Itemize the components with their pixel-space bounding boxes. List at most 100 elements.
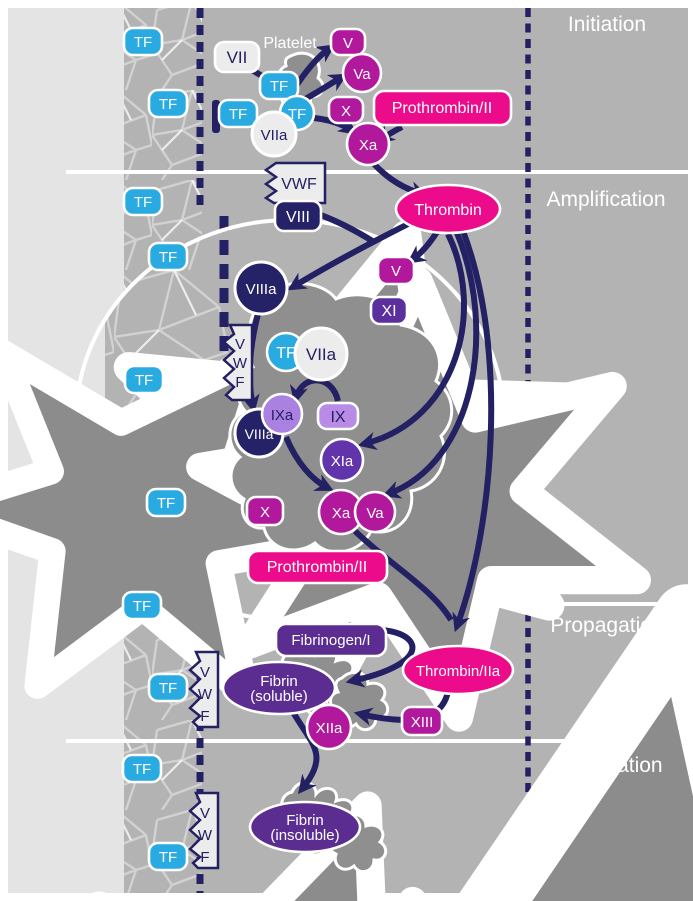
vwf-tags [188, 161, 327, 870]
tf-badge [145, 487, 187, 518]
node-thrombin [394, 183, 502, 235]
node-viia-magnified-label: VIIa [306, 345, 337, 364]
node-thrombin-iia [401, 644, 515, 696]
vwf-letter-v: V [200, 664, 210, 681]
node-fibrin-soluble-line1: Fibrin [260, 673, 298, 690]
node-ix [316, 401, 360, 431]
tf-badge [122, 26, 164, 57]
arrow-thrombin-to-xia [357, 232, 467, 451]
node-viiia-upper-label: VIIIa [246, 281, 278, 298]
node-prothrombin-top [372, 89, 513, 127]
tf-label: TF [157, 495, 175, 512]
arrow-thrombin-to-thrombin-iia [452, 229, 495, 633]
vwf-tag-labels: VWF V W F V W F V W F [198, 176, 317, 866]
node-prothrombin-top-label: Prothrombin/II [392, 100, 492, 117]
tf-label: TF [159, 249, 177, 266]
arrow-fibrinogen-to-fibrin [345, 627, 416, 688]
vwf-tag-circle [222, 323, 254, 402]
arrow-viii-join [316, 211, 376, 245]
node-xiii [400, 705, 444, 737]
node-v-mid-label: V [391, 263, 401, 280]
arrow-fibrin-to-insoluble [290, 710, 320, 795]
vwf-letter-f: F [200, 708, 209, 725]
arrow-thrombin-to-v [406, 230, 440, 264]
node-fibrin-insoluble-line2: (insoluble) [270, 827, 339, 844]
vwf-letter-f: F [235, 374, 244, 391]
node-fibrin-insoluble-line1: Fibrin [286, 812, 324, 829]
node-thrombin-iia-label: Thrombin/IIa [416, 663, 501, 680]
node-fibrinogen [274, 622, 388, 658]
tf-label: TF [134, 34, 152, 51]
node-viii [273, 199, 323, 233]
arrow-thrombin-to-va [381, 231, 480, 499]
tf-badge [121, 753, 163, 784]
node-xiia-label: XIIa [316, 720, 343, 737]
node-xi-label: XI [381, 303, 396, 320]
tf-badge [123, 364, 165, 395]
vwf-letter-w: W [198, 686, 213, 703]
node-viiia-upper [233, 260, 289, 316]
node-fibrin-insoluble [248, 800, 362, 854]
label-initiation: Initiation [568, 13, 646, 36]
tf-badge [147, 672, 189, 703]
vwf-letter-w: W [198, 827, 213, 844]
node-ix-label: IX [330, 409, 345, 426]
tf-label: TF [276, 345, 296, 362]
node-x-top [327, 95, 365, 125]
label-propagation: Propagation [550, 614, 663, 637]
node-fibrin-soluble [221, 660, 337, 716]
tf-label: TF [288, 106, 306, 123]
section-labels: Initiation Amplification Propagation Sta… [546, 13, 665, 777]
tf-badge [122, 186, 164, 217]
tf-label: TF [159, 680, 177, 697]
node-xiii-label: XIII [411, 714, 434, 731]
node-v-mid [376, 255, 416, 286]
node-xia-label: XIa [331, 453, 354, 470]
node-prothrombin-mid-label: Prothrombin/II [267, 559, 367, 576]
tf-badge [147, 88, 189, 119]
node-xiia [305, 703, 353, 751]
node-ixa [260, 392, 304, 436]
tf-label: TF [134, 194, 152, 211]
tf-badge [217, 98, 259, 129]
vwf-tag-propagation [188, 650, 220, 729]
tf-label: TF [133, 598, 151, 615]
tissue-factor-badges: TF TF TF TF TF TF TF TF TF TF TF TF TF T… [121, 26, 316, 872]
node-xa-top [345, 121, 391, 167]
tf-label: TF [270, 78, 288, 95]
node-va-mid [353, 490, 397, 534]
tf-label: TF [159, 96, 177, 113]
tf-badge [121, 590, 163, 621]
factor-nodes: VII VIIa VIIa VIII VIIIa VIIIa IXa IX XI… [213, 27, 515, 854]
node-x-top-label: X [341, 103, 351, 120]
node-ixa-label: IXa [271, 407, 294, 424]
tf-label: TF [135, 372, 153, 389]
tf-label: TF [229, 106, 247, 123]
node-viia-magnified [293, 326, 349, 382]
node-xi [369, 295, 409, 326]
tf-label: TF [159, 849, 177, 866]
node-xa-mid-label: Xa [332, 505, 351, 522]
vwf-letter-w: W [233, 355, 248, 372]
node-vii [213, 40, 261, 74]
vwf-tag-stabilisation [188, 791, 220, 870]
tf-label: TF [133, 761, 151, 778]
node-v-top [329, 27, 367, 57]
label-stabilisation: Stabilisation [549, 754, 662, 777]
node-xa-top-label: Xa [359, 137, 378, 154]
vwf-label: VWF [281, 176, 317, 193]
node-viia-top [250, 110, 298, 158]
node-va-top-label: Va [353, 66, 371, 83]
vwf-letter-v: V [235, 336, 245, 353]
node-x-mid [245, 495, 285, 527]
node-va-top [341, 52, 383, 94]
node-viii-label: VIII [286, 209, 310, 226]
node-fibrin-soluble-line2: (soluble) [250, 688, 308, 705]
node-vii-label: VII [227, 48, 248, 67]
vwf-letter-f: F [200, 849, 209, 866]
label-platelet: Platelet [263, 35, 317, 52]
node-v-top-label: V [343, 35, 353, 52]
node-prothrombin-mid [246, 549, 389, 585]
